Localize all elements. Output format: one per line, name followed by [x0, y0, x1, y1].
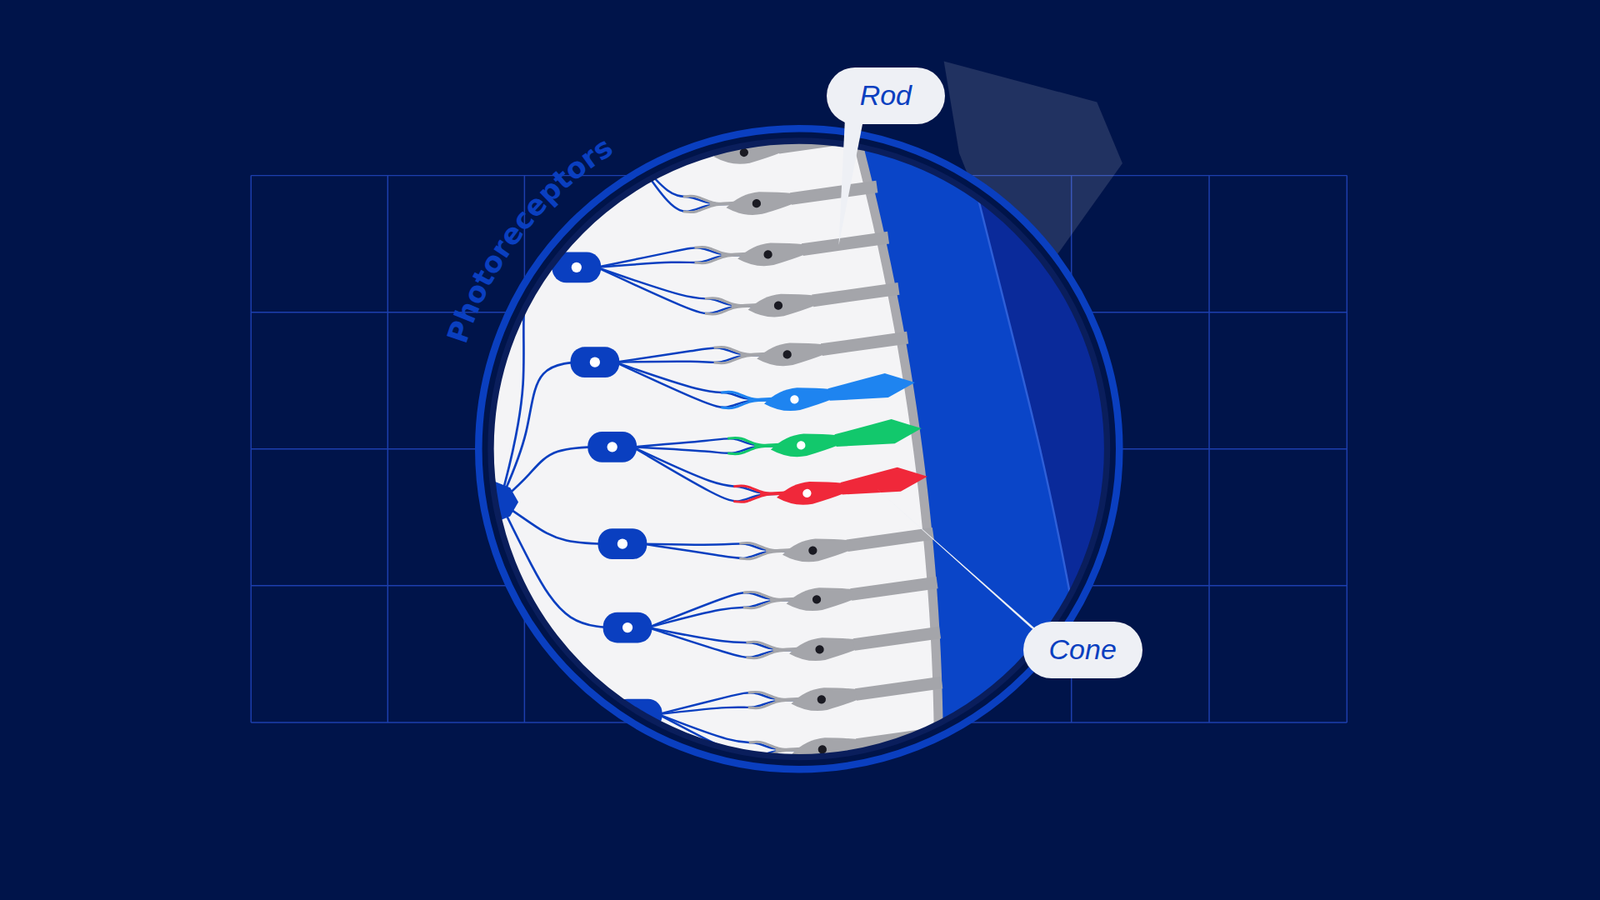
nucleus	[795, 440, 806, 451]
rod-outer-segment	[853, 626, 941, 651]
rod-outer-segment	[846, 527, 935, 552]
nucleus	[763, 250, 774, 260]
neuron-fiber	[500, 362, 595, 503]
nucleus	[622, 622, 633, 633]
rod-cell	[790, 671, 945, 715]
rod-cell	[785, 571, 940, 615]
callout-label: Cone	[1049, 634, 1117, 665]
cell-body	[790, 683, 860, 715]
cell-body	[725, 187, 795, 220]
section-label-text: Photoreceptors	[440, 130, 620, 348]
nucleus	[617, 539, 628, 550]
receptor-axon	[748, 700, 800, 709]
label-layer: Photoreceptors	[440, 103, 751, 353]
neuron-fiber	[615, 362, 770, 408]
receptor-axon	[739, 550, 790, 560]
callout-bubble: Cone	[1023, 621, 1143, 680]
neuron-fiber	[500, 501, 628, 628]
receptor-axon	[714, 355, 765, 364]
rod-cell	[755, 326, 910, 370]
receptor-axon	[705, 305, 756, 315]
bipolar-cell	[570, 346, 620, 378]
rod-cell	[735, 226, 890, 270]
nucleus	[815, 645, 825, 655]
nucleus	[571, 262, 582, 273]
nucleus	[817, 745, 828, 755]
receptor-axon	[727, 445, 779, 455]
neuron-fiber	[596, 267, 754, 314]
neuron-fiber	[615, 362, 770, 400]
neuron-fiber	[648, 600, 793, 628]
nucleus	[782, 350, 793, 360]
neuron-fiber	[596, 267, 754, 307]
receptor-axon	[733, 494, 785, 503]
rod-outer-segment	[790, 180, 878, 205]
receptor-axon	[745, 650, 797, 659]
cone-outer-segment	[839, 463, 929, 500]
nucleus	[590, 357, 600, 368]
retina-layers	[490, 101, 1174, 796]
cell-body	[780, 534, 851, 566]
rod-outer-segment	[801, 231, 890, 256]
rod-outer-segment	[820, 331, 909, 356]
rod-cell	[780, 522, 935, 566]
cell-body	[735, 238, 806, 270]
receptor-axon	[720, 400, 772, 409]
callout-bubble: Rod	[826, 67, 945, 125]
neuron-fiber	[632, 446, 783, 494]
cell-body	[755, 338, 825, 370]
rod-pointer	[839, 120, 864, 245]
cone-cell	[775, 463, 930, 510]
cell-body	[785, 583, 855, 615]
cell-body	[775, 476, 845, 509]
nucleus	[808, 545, 819, 556]
nucleus	[751, 198, 762, 209]
cone-outer-segment	[833, 415, 923, 452]
cone-pointer	[875, 487, 1050, 641]
bipolar-cell	[603, 612, 653, 644]
epithelium-band	[855, 101, 1174, 796]
neuron-fiber	[500, 267, 577, 503]
nucleus	[773, 300, 784, 311]
nucleus	[811, 595, 822, 605]
nucleus	[816, 695, 827, 705]
bipolar-cell	[598, 528, 648, 560]
nucleus	[790, 395, 800, 405]
cone-outer-segment	[826, 369, 916, 406]
section-label: Photoreceptors	[440, 130, 620, 348]
rod-cell	[746, 277, 901, 321]
cone-cell	[769, 415, 924, 461]
nucleus	[607, 441, 618, 452]
inner-ring	[490, 140, 1108, 758]
cell-body	[762, 383, 833, 415]
nucleus	[802, 488, 813, 499]
callout-label: Rod	[860, 80, 912, 111]
rod-outer-segment	[855, 676, 943, 701]
receptor-axon	[694, 255, 745, 264]
cone-cell	[762, 369, 917, 415]
rod-cell	[725, 175, 880, 219]
rod-outer-segment	[811, 282, 900, 307]
neuron-fiber	[658, 692, 798, 715]
rod-cell	[787, 621, 942, 665]
receptor-axon	[683, 204, 735, 213]
rod-outer-segment	[850, 576, 938, 601]
receptor-axon	[743, 600, 795, 609]
bipolar-cell	[587, 431, 637, 463]
cell-body	[769, 429, 840, 461]
cell-body	[787, 633, 858, 665]
cell-body	[746, 289, 817, 321]
